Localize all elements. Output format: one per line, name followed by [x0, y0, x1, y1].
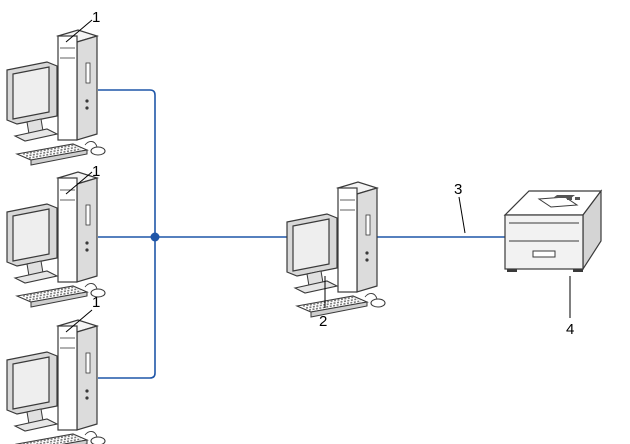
leader-client-bottom — [65, 309, 93, 333]
printer-icon — [504, 190, 602, 273]
junction-dot — [150, 232, 160, 242]
callout-client-bottom: 1 — [92, 294, 100, 311]
callout-printer: 4 — [566, 321, 574, 338]
callout-client-middle: 1 — [92, 163, 100, 180]
callout-host-computer: 2 — [319, 313, 327, 330]
host-computer-icon — [286, 181, 386, 318]
client-bottom-cable — [98, 237, 156, 379]
client-computer-bottom-icon — [6, 319, 106, 444]
callout-leaders — [65, 19, 571, 333]
network-wiring — [98, 89, 505, 379]
leader-client-middle — [65, 171, 93, 195]
callout-parallel-cable: 3 — [454, 181, 462, 198]
client-top-cable — [98, 89, 156, 237]
leader-client-top — [65, 19, 93, 43]
leader-cable — [458, 196, 466, 234]
client-computer-middle-icon — [6, 171, 106, 308]
client-computer-top-icon — [6, 29, 106, 166]
callout-client-top: 1 — [92, 9, 100, 26]
